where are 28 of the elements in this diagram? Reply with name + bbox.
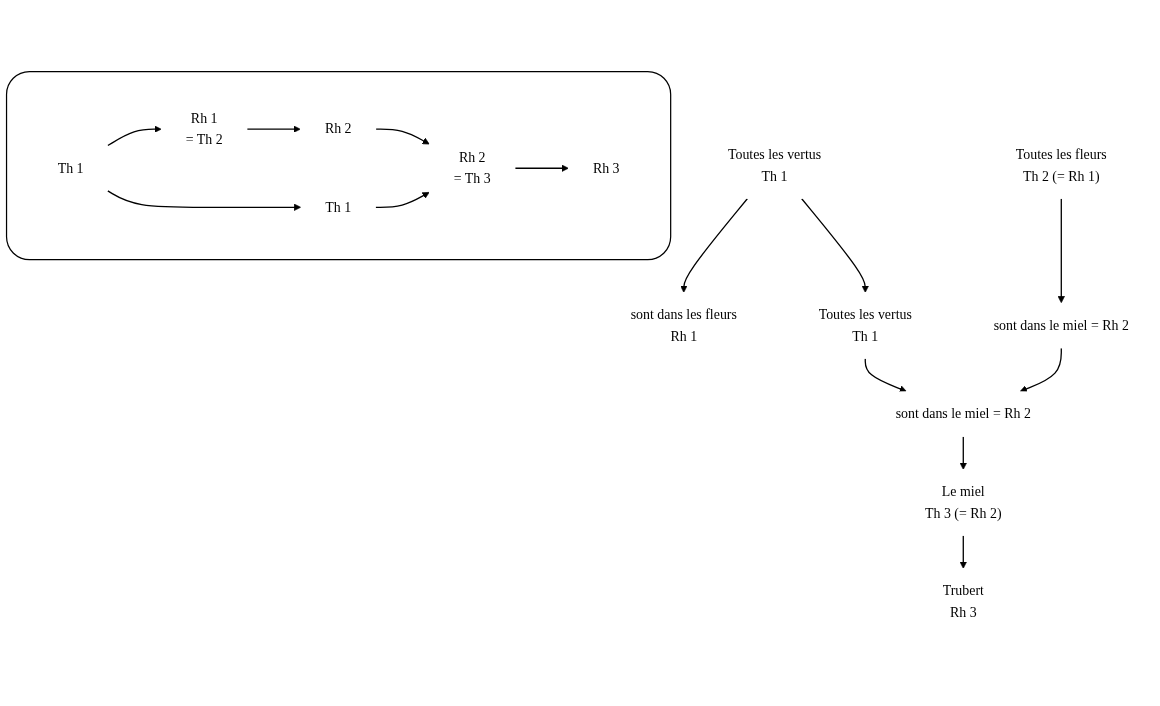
node-text: Rh 3 (592, 160, 620, 176)
arrow (246, 125, 301, 133)
node-text: Rh 1 = Th 2 (185, 110, 223, 148)
cluster (5, 70, 672, 261)
node-text: Toutes les fleurs Th 2 (= Rh 1) (1015, 147, 1107, 184)
arrow (801, 198, 869, 293)
arrow (959, 534, 967, 569)
arrow (375, 191, 430, 208)
arrow (107, 190, 302, 211)
node-text: sont dans le miel = Rh 2 (895, 406, 1031, 422)
arrow (375, 128, 430, 145)
node-text: Le miel Th 3 (= Rh 2) (924, 484, 1002, 521)
node-text: Th 1 (57, 160, 84, 176)
arrow (959, 436, 967, 470)
arrow (864, 357, 907, 393)
node-text: Toutes les vertus Th 1 (727, 147, 822, 184)
node-text: Rh 2 = Th 3 (453, 149, 491, 187)
arrow (680, 198, 748, 293)
node-text: Toutes les vertus Th 1 (818, 307, 912, 344)
arrow (107, 125, 162, 147)
node-text: Rh 2 (324, 121, 352, 137)
node-text: sont dans le miel = Rh 2 (993, 317, 1129, 334)
arrow (1019, 347, 1062, 393)
node-text: sont dans les fleurs Rh 1 (630, 307, 737, 344)
node-text: Trubert Rh 3 (942, 583, 984, 620)
node-text: Th 1 (325, 199, 352, 215)
arrow (1057, 198, 1065, 304)
arrow (514, 164, 569, 172)
